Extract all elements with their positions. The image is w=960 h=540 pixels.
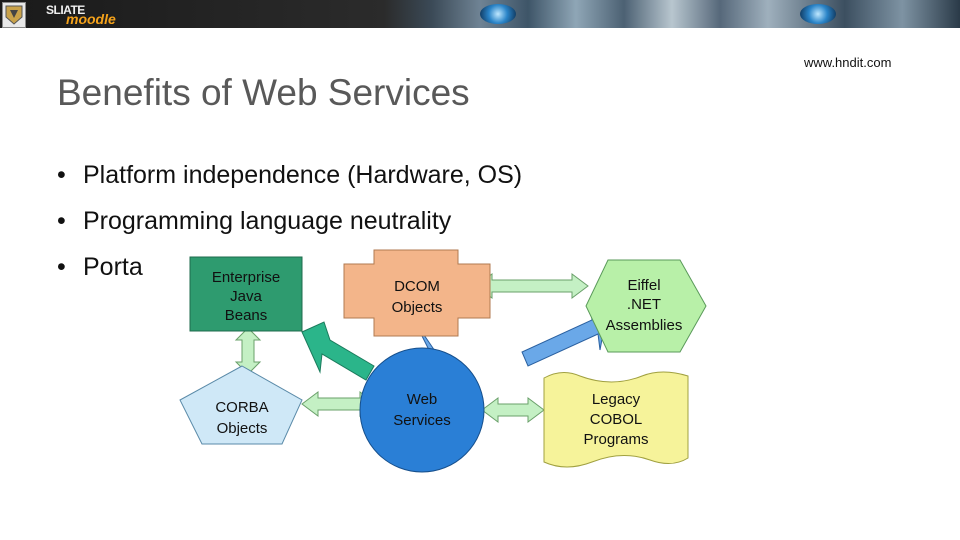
bullet-icon: • bbox=[57, 207, 66, 235]
crest-icon bbox=[2, 2, 26, 28]
bullet-text: Platform independence (Hardware, OS) bbox=[83, 161, 523, 189]
ejb-label: Enterprise bbox=[212, 269, 280, 286]
globe-image bbox=[800, 4, 836, 24]
bullet-item: • Porta bbox=[57, 247, 522, 293]
arrow-web-cobol bbox=[481, 397, 545, 423]
dcom-label: Objects bbox=[392, 299, 443, 316]
web-label: Web bbox=[407, 391, 438, 408]
bullet-item: • Programming language neutrality bbox=[57, 201, 522, 247]
slide-title: Benefits of Web Services bbox=[57, 72, 470, 113]
corba-node bbox=[179, 365, 303, 445]
dcom-label: DCOM bbox=[394, 278, 440, 295]
web-label: Services bbox=[393, 412, 451, 429]
logo-text: SLIATE bbox=[46, 3, 85, 17]
web-services-diagram: Enterprise Java Beans DCOM Objects Eiffe… bbox=[152, 244, 714, 476]
sliate-moodle-logo[interactable]: SLIATE moodle bbox=[46, 3, 126, 27]
cobol-label: Programs bbox=[583, 431, 648, 448]
bullet-icon: • bbox=[57, 161, 66, 189]
bullet-text: Programming language neutrality bbox=[83, 207, 452, 235]
dcom-node bbox=[343, 249, 491, 337]
globe-image bbox=[480, 4, 516, 24]
logo-sub: moodle bbox=[66, 11, 116, 27]
arrow-ejb-web bbox=[301, 321, 375, 381]
bullet-icon: • bbox=[57, 253, 66, 281]
bullet-item: • Platform independence (Hardware, OS) bbox=[57, 155, 522, 201]
eiffel-label: .NET bbox=[627, 296, 661, 313]
cobol-label: COBOL bbox=[590, 411, 643, 428]
eiffel-label: Assemblies bbox=[606, 317, 683, 334]
web-services-node bbox=[359, 347, 485, 473]
corba-label: Objects bbox=[217, 420, 268, 437]
arrow-dcom-eiffel bbox=[475, 273, 589, 299]
site-url[interactable]: www.hndit.com bbox=[804, 55, 892, 70]
cobol-node bbox=[543, 371, 689, 468]
bullet-text: Porta bbox=[83, 253, 143, 281]
corba-label: CORBA bbox=[215, 399, 268, 416]
eiffel-node bbox=[585, 259, 707, 353]
ejb-node bbox=[189, 256, 303, 332]
cobol-label: Legacy bbox=[592, 391, 641, 408]
ejb-label: Beans bbox=[225, 307, 268, 324]
top-banner: SLIATE moodle bbox=[0, 0, 960, 28]
bullet-list: • Platform independence (Hardware, OS) • P… bbox=[57, 155, 522, 293]
eiffel-label: Eiffel bbox=[627, 277, 660, 294]
ejb-label: Java bbox=[230, 288, 262, 305]
